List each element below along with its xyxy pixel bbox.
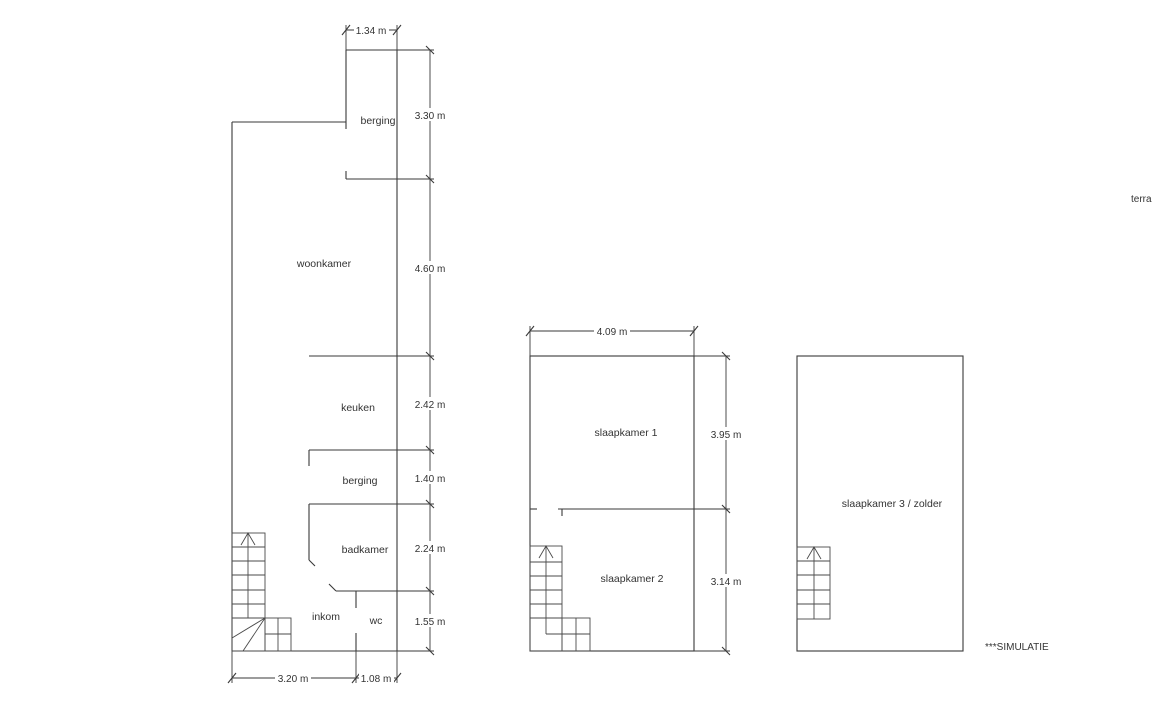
room-label-berging-mid: berging xyxy=(342,475,377,487)
attic-floor: slaapkamer 3 / zolder xyxy=(796,355,964,652)
wall xyxy=(328,583,337,592)
staircase-first xyxy=(529,545,591,652)
room-label-keuken: keuken xyxy=(341,402,375,414)
dimension-label: 3.95 m xyxy=(711,430,742,441)
room-label-badkamer: badkamer xyxy=(342,544,389,556)
dimension-top-width: 1.34 m xyxy=(341,24,402,50)
terrace-label: terra xyxy=(1131,194,1152,205)
staircase-ground xyxy=(231,532,292,652)
first-floor: slaapkamer 1 slaapkamer 2 4.09 m 3.95 m … xyxy=(525,325,744,656)
dimension-first-vertical: 3.95 m 3.14 m xyxy=(694,351,744,656)
staircase-attic xyxy=(796,546,831,620)
dimension-label: 3.14 m xyxy=(711,577,742,588)
dimension-label: 1.55 m xyxy=(415,617,446,628)
room-label-inkom: inkom xyxy=(312,611,340,623)
dimension-label: 3.30 m xyxy=(415,111,446,122)
dimension-label: 4.09 m xyxy=(597,327,628,338)
dimension-label: 1.08 m xyxy=(361,674,392,685)
wall xyxy=(308,559,316,567)
room-label-woonkamer: woonkamer xyxy=(296,258,352,270)
dimension-label: 1.40 m xyxy=(415,474,446,485)
ground-floor: berging woonkamer keuken berging badkame… xyxy=(227,24,448,685)
dimension-label: 2.24 m xyxy=(415,544,446,555)
dimension-first-width: 4.09 m xyxy=(525,325,699,356)
room-label-berging-top: berging xyxy=(360,115,395,127)
room-label-wc: wc xyxy=(369,615,383,627)
dimension-label: 3.20 m xyxy=(278,674,309,685)
room-label-slaapkamer-3: slaapkamer 3 / zolder xyxy=(842,498,943,510)
room-label-slaapkamer-1: slaapkamer 1 xyxy=(594,427,657,439)
wall xyxy=(529,355,695,652)
dimension-label: 4.60 m xyxy=(415,264,446,275)
dimension-label: 2.42 m xyxy=(415,400,446,411)
wall xyxy=(796,355,964,652)
room-label-slaapkamer-2: slaapkamer 2 xyxy=(600,573,663,585)
dimension-bottom-ground: 3.20 m 1.08 m xyxy=(227,651,402,685)
simulation-note: ***SIMULATIE xyxy=(985,642,1049,653)
dimension-vertical-ground: 3.30 m 4.60 m 2.42 m 1.40 m 2.24 m 1.55 … xyxy=(397,45,448,656)
dimension-label: 1.34 m xyxy=(356,26,387,37)
